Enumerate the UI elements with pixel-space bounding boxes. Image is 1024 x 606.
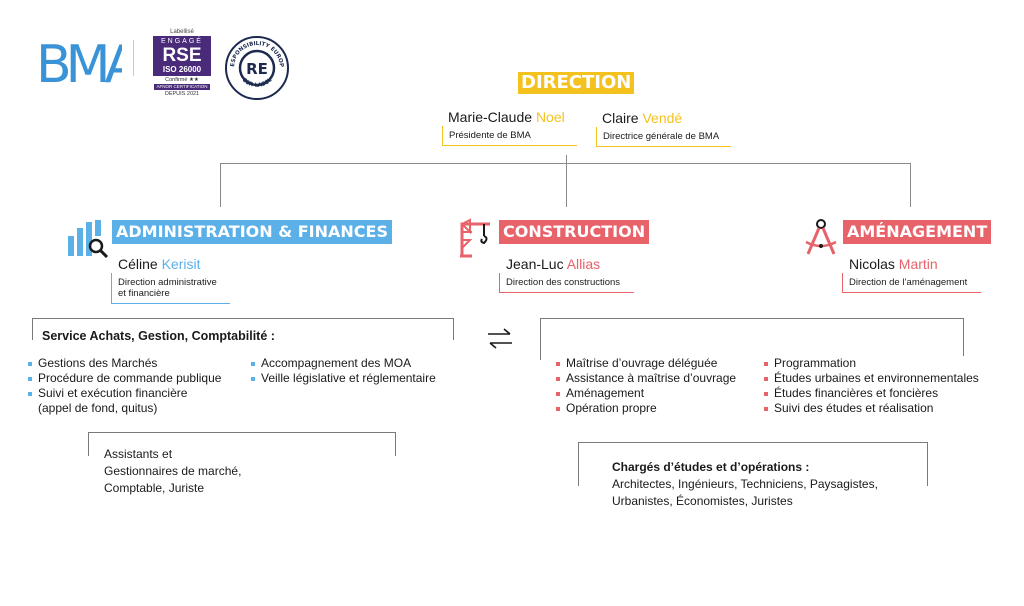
services-list-1: Gestions des Marchés Procédure de comman…	[28, 356, 248, 401]
director-2-role: Directrice générale de BMA	[596, 127, 731, 147]
rse-main: RSE	[162, 45, 202, 66]
services-list-2: Accompagnement des MOA Veille législativ…	[251, 356, 461, 386]
bma-logo-text: BMA	[36, 35, 122, 90]
operations-staff-bracket	[578, 442, 928, 486]
chart-magnifier-icon	[68, 220, 109, 258]
responsibility-europe-badge: RESPONSIBILITY EUROPE CSR LABEL RE	[224, 35, 289, 100]
rse-depuis: DEPUIS 2021	[164, 91, 200, 97]
operations-bracket	[540, 318, 964, 360]
director-1-first: Marie-Claude	[448, 109, 533, 125]
connector-center	[566, 163, 567, 207]
list-item: Veille législative et réglementaire	[251, 371, 461, 386]
connector-horizontal	[220, 163, 911, 164]
operations-list-1: Maîtrise d’ouvrage déléguée Assistance à…	[556, 356, 761, 416]
operations-list-2: Programmation Études urbaines et environ…	[764, 356, 1000, 416]
re-ring-bottom: CSR LABEL	[241, 77, 274, 89]
dept-admin-title: ADMINISTRATION & FINANCES	[112, 220, 392, 244]
compass-icon	[805, 219, 837, 255]
dept-amenagement-title: AMÉNAGEMENT	[843, 220, 992, 244]
list-item: Études financières et foncières	[764, 386, 1000, 401]
rse-iso: ISO 26000	[162, 65, 202, 74]
list-item: Études urbaines et environnementales	[764, 371, 1000, 386]
rse-confirme: Confirmé ★★	[165, 77, 199, 83]
rse-afnor: AFNOR CERTIFICATION	[154, 84, 210, 90]
operations-staff: Architectes, Ingénieurs, Techniciens, Pa…	[612, 476, 878, 510]
rse-engage: ENGAGÉ	[161, 38, 203, 45]
list-item: Gestions des Marchés	[28, 356, 248, 371]
list-item: Accompagnement des MOA	[251, 356, 461, 371]
crane-icon	[460, 218, 490, 258]
dept-admin-name: Céline Kerisit	[118, 256, 201, 272]
list-item: Maîtrise d’ouvrage déléguée	[556, 356, 761, 371]
dept-admin-role-line2: et financière	[118, 288, 170, 299]
director-1-last: Noel	[535, 109, 565, 125]
services-staff: Assistants et Gestionnaires de marché, C…	[104, 446, 241, 497]
dept-admin-role: Direction administrative et financière	[111, 273, 230, 304]
operations-staff-line1: Architectes, Ingénieurs, Techniciens, Pa…	[612, 477, 878, 491]
services-staff-line3: Comptable, Juriste	[104, 481, 205, 495]
dept-construction-name: Jean-Luc Allias	[506, 256, 600, 272]
dept-admin-last: Kerisit	[161, 256, 201, 272]
list-item: Suivi des études et réalisation	[764, 401, 1000, 416]
connector-left	[220, 163, 221, 207]
bma-logo: BMA	[36, 35, 122, 90]
operations-staff-heading: Chargés d’études et d’opérations :	[612, 460, 810, 474]
director-2-name: Claire Vendé	[602, 110, 682, 126]
list-item: Opération propre	[556, 401, 761, 416]
dept-construction-title: CONSTRUCTION	[499, 220, 650, 244]
svg-text:CSR LABEL: CSR LABEL	[241, 77, 274, 89]
dept-construction-last: Allias	[566, 256, 601, 272]
direction-title: DIRECTION	[518, 72, 635, 94]
list-item: Procédure de commande publique	[28, 371, 248, 386]
dept-amenagement-last: Martin	[898, 256, 938, 272]
dept-amenagement-role: Direction de l’aménagement	[842, 273, 981, 293]
dept-admin-first: Céline	[118, 256, 158, 272]
connector-right	[910, 163, 911, 207]
director-1-name: Marie-Claude Noel	[448, 109, 565, 125]
rse-label-badge: Labellisé ENGAGÉ RSE ISO 26000 Confirmé …	[152, 28, 212, 98]
services-list-1-continuation: (appel de fond, quitus)	[38, 401, 158, 415]
dept-amenagement-first: Nicolas	[849, 256, 895, 272]
dept-construction-first: Jean-Luc	[506, 256, 564, 272]
re-center: RE	[246, 60, 268, 78]
services-staff-bracket	[88, 432, 396, 456]
exchange-arrows-icon	[488, 328, 512, 349]
rse-box: ENGAGÉ RSE ISO 26000	[153, 36, 211, 76]
operations-staff-line2: Urbanistes, Économistes, Juristes	[612, 494, 793, 508]
services-heading: Service Achats, Gestion, Comptabilité :	[42, 329, 275, 343]
connector-stem	[566, 155, 567, 164]
list-item: Aménagement	[556, 386, 761, 401]
dept-amenagement-name: Nicolas Martin	[849, 256, 938, 272]
director-2-last: Vendé	[642, 110, 683, 126]
rse-labellise: Labellisé	[170, 29, 194, 35]
list-item: Suivi et exécution financière	[28, 386, 248, 401]
services-staff-line1: Assistants et	[104, 447, 173, 461]
services-staff-line2: Gestionnaires de marché,	[104, 464, 242, 478]
dept-construction-role: Direction des constructions	[499, 273, 634, 293]
services-bracket	[32, 318, 454, 340]
dept-admin-role-line1: Direction administrative	[118, 277, 217, 288]
list-item: Assistance à maîtrise d’ouvrage	[556, 371, 761, 386]
logo-divider	[133, 40, 134, 76]
director-1-role: Présidente de BMA	[442, 126, 577, 146]
list-item: Programmation	[764, 356, 1000, 371]
director-2-first: Claire	[602, 110, 639, 126]
